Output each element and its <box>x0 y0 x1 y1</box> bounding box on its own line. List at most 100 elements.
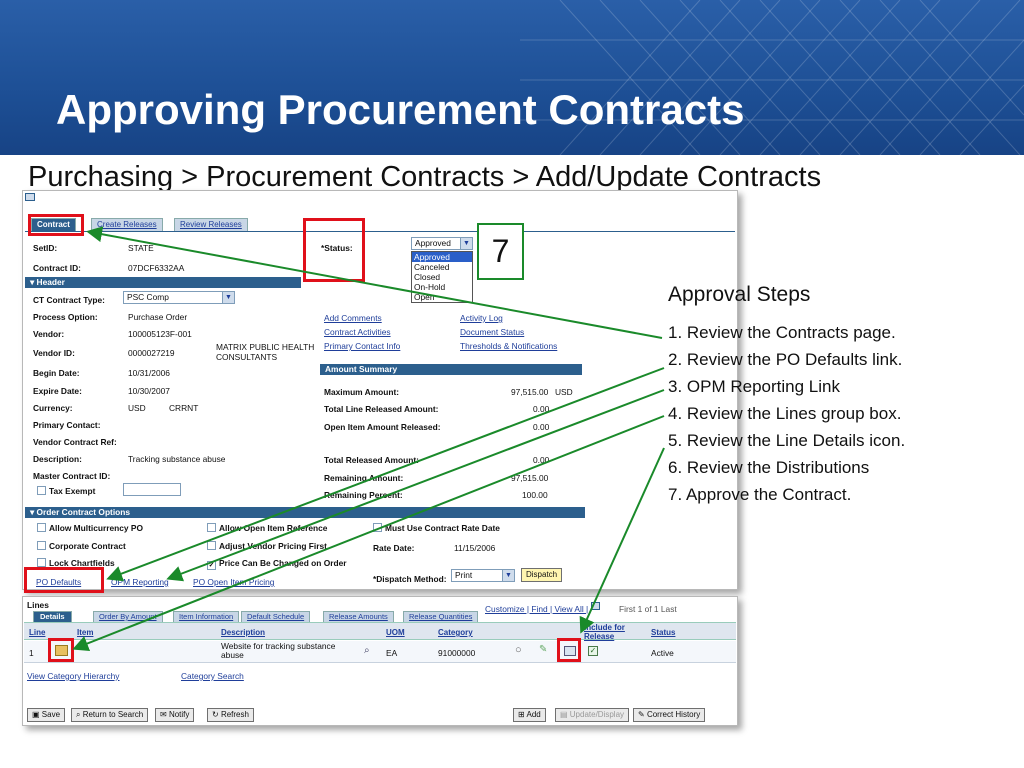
rate-date-label: Rate Date: <box>373 543 415 553</box>
slide-title: Approving Procurement Contracts <box>56 86 745 133</box>
col-item[interactable]: Item <box>77 628 94 637</box>
vendor-id-label: Vendor ID: <box>33 348 75 358</box>
status-option-open[interactable]: Open <box>414 292 435 302</box>
include-release-checkbox[interactable]: ✓ <box>588 646 598 656</box>
lines-tab-release-amounts[interactable]: Release Amounts <box>323 611 394 622</box>
total-line-label: Total Line Released Amount: <box>324 404 439 414</box>
order-options-bar[interactable]: ▾ Order Contract Options <box>25 507 585 518</box>
currency-value: USD <box>128 403 146 413</box>
row-category: 91000000 <box>438 648 476 658</box>
allow-multicurrency-checkbox[interactable]: Allow Multicurrency PO <box>37 523 143 533</box>
history-icon: ✎ <box>638 710 647 719</box>
col-status[interactable]: Status <box>651 628 676 637</box>
step-item: 3. OPM Reporting Link <box>668 377 840 396</box>
total-released-label: Total Released Amount: <box>324 455 419 465</box>
setid-value: STATE <box>128 243 154 253</box>
corporate-contract-checkbox[interactable]: Corporate Contract <box>37 541 126 551</box>
ct-type-select[interactable]: PSC Comp▼ <box>123 291 235 304</box>
tab-create-releases[interactable]: Create Releases <box>91 218 163 231</box>
status-select[interactable]: Approved▼ <box>411 237 473 250</box>
total-released-value: 0.00 <box>533 455 550 465</box>
thresholds-link[interactable]: Thresholds & Notifications <box>460 341 558 351</box>
header-bar[interactable]: ▾ Header <box>25 277 301 288</box>
tab-contract[interactable]: Contract <box>31 218 76 231</box>
view-category-hierarchy-link[interactable]: View Category Hierarchy <box>27 671 120 681</box>
contract-activities-link[interactable]: Contract Activities <box>324 327 391 337</box>
lines-tab-details[interactable]: Details <box>33 611 72 622</box>
vendor-name: MATRIX PUBLIC HEALTH CONSULTANTS <box>216 342 315 362</box>
chevron-down-icon: ▼ <box>460 238 472 249</box>
currency-label: Currency: <box>33 403 73 413</box>
status-option-on-hold[interactable]: On-Hold <box>414 282 446 292</box>
vendor-id-value: 0000027219 <box>128 348 175 358</box>
add-comments-link[interactable]: Add Comments <box>324 313 382 323</box>
update-display-button[interactable]: ▤ Update/Display <box>555 708 630 722</box>
vendor-ref-label: Vendor Contract Ref: <box>33 437 117 447</box>
document-status-link[interactable]: Document Status <box>460 327 525 337</box>
allow-open-item-checkbox[interactable]: Allow Open Item Reference <box>207 523 327 533</box>
category-search-link[interactable]: Category Search <box>181 671 244 681</box>
save-button[interactable]: ▣ Save <box>27 708 66 722</box>
lines-nav-links[interactable]: Customize | Find | View All | <box>485 604 589 614</box>
lines-page-panel: Lines Customize | Find | View All | Firs… <box>22 596 738 726</box>
po-defaults-link[interactable]: PO Defaults <box>36 577 82 587</box>
status-option-approved[interactable]: Approved <box>412 252 472 262</box>
lines-tab-default-schedule[interactable]: Default Schedule <box>241 611 311 622</box>
lines-tab-order-by-amount[interactable]: Order By Amount <box>93 611 163 622</box>
contract-page-panel: Contract Create Releases Review Releases… <box>22 190 738 590</box>
callout-number-text: 7 <box>491 233 510 269</box>
contract-id-label: Contract ID: <box>33 263 81 273</box>
lines-tab-item-information[interactable]: Item Information <box>173 611 240 622</box>
tag-icon[interactable]: ✎ <box>539 644 548 655</box>
highlight-status <box>303 218 365 282</box>
opm-reporting-link[interactable]: OPM Reporting <box>111 577 169 587</box>
tax-exempt-checkbox[interactable]: Tax Exempt <box>37 486 95 496</box>
checkbox-icon <box>207 523 216 532</box>
must-use-rate-checkbox[interactable]: Must Use Contract Rate Date <box>373 523 500 533</box>
lookup-icon[interactable]: ⌕ <box>364 645 370 656</box>
checkbox-icon <box>207 541 216 550</box>
menu-icon[interactable] <box>25 193 35 201</box>
grid-icon[interactable] <box>591 602 600 610</box>
open-item-label: Open Item Amount Released: <box>324 422 441 432</box>
master-contract-input[interactable] <box>123 483 181 496</box>
add-button[interactable]: ⊞ Add <box>513 708 546 722</box>
search-icon: ⌕ <box>76 710 83 719</box>
status-option-closed[interactable]: Closed <box>414 272 441 282</box>
step-item: 2. Review the PO Defaults link. <box>668 350 903 369</box>
step-item: 1. Review the Contracts page. <box>668 323 896 342</box>
adjust-pricing-checkbox[interactable]: Adjust Vendor Pricing First <box>207 541 327 551</box>
dispatch-method-select[interactable]: Print▼ <box>451 569 515 582</box>
primary-contact-info-link[interactable]: Primary Contact Info <box>324 341 401 351</box>
expire-date-label: Expire Date: <box>33 386 82 396</box>
col-uom[interactable]: UOM <box>386 628 405 637</box>
chevron-down-icon: ▼ <box>502 570 514 581</box>
master-contract-label: Master Contract ID: <box>33 471 111 481</box>
line-details-icon[interactable] <box>55 645 68 656</box>
activity-log-link[interactable]: Activity Log <box>460 313 503 323</box>
col-description[interactable]: Description <box>221 628 266 637</box>
lines-pager[interactable]: First 1 of 1 Last <box>619 604 677 614</box>
col-line[interactable]: Line <box>29 628 46 637</box>
return-to-search-button[interactable]: ⌕ Return to Search <box>71 708 149 722</box>
refresh-button[interactable]: ↻ Refresh <box>207 708 254 722</box>
status-dropdown-list: Approved Canceled Closed On-Hold Open <box>411 251 473 303</box>
correct-history-button[interactable]: ✎ Correct History <box>633 708 706 722</box>
checkbox-icon: ✓ <box>207 561 216 570</box>
update-icon: ▤ <box>560 710 570 719</box>
notify-button[interactable]: ✉ Notify <box>155 708 195 722</box>
step-item: 7. Approve the Contract. <box>668 485 852 504</box>
lines-tab-release-quantities[interactable]: Release Quantities <box>403 611 479 622</box>
comment-icon[interactable]: ○ <box>515 644 522 656</box>
vendor-value: 100005123F-001 <box>128 329 192 339</box>
status-option-canceled[interactable]: Canceled <box>414 262 450 272</box>
col-category[interactable]: Category <box>438 628 473 637</box>
begin-date-value: 10/31/2006 <box>128 368 170 378</box>
col-include-release[interactable]: Include for Release <box>584 623 625 641</box>
approval-steps: Approval Steps 1. Review the Contracts p… <box>668 283 905 508</box>
price-change-checkbox[interactable]: ✓Price Can Be Changed on Order <box>207 558 347 570</box>
po-open-item-pricing-link[interactable]: PO Open Item Pricing <box>193 577 275 587</box>
tab-review-releases[interactable]: Review Releases <box>174 218 248 231</box>
max-amount-value: 97,515.00 <box>511 387 549 397</box>
dispatch-button[interactable]: Dispatch <box>521 568 563 582</box>
